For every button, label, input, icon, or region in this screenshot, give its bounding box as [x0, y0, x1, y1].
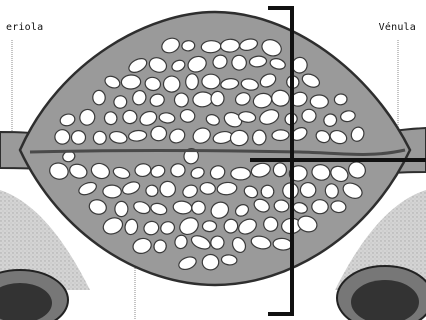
capillary-pore — [231, 167, 251, 179]
capillary-pore — [202, 221, 216, 232]
capillary-pore — [115, 201, 128, 216]
capillary-pore — [302, 109, 316, 122]
capillary-pore — [93, 131, 107, 145]
capillary-pore — [311, 199, 328, 214]
capillary-pore — [185, 73, 198, 89]
capillary-pore — [220, 39, 240, 53]
capillary-pore — [92, 90, 105, 105]
capillary-pore — [202, 74, 220, 89]
capillary-pore — [202, 254, 219, 270]
capillary-pore — [121, 75, 141, 90]
capillary-pore — [191, 201, 206, 215]
capillary-pore — [252, 130, 266, 146]
capillary-pore — [122, 110, 137, 124]
venule-label: Vénula — [379, 22, 416, 33]
capillary-pore — [55, 129, 70, 144]
capillary-pore — [160, 181, 176, 197]
capillary-pore — [181, 40, 195, 51]
capillary-pore — [103, 185, 122, 198]
capillary-pore — [310, 95, 328, 109]
capillary-pore — [210, 91, 224, 107]
capillary-pore — [272, 129, 290, 141]
arteriole-label: eriola — [6, 22, 43, 33]
capillary-pore — [71, 130, 86, 145]
